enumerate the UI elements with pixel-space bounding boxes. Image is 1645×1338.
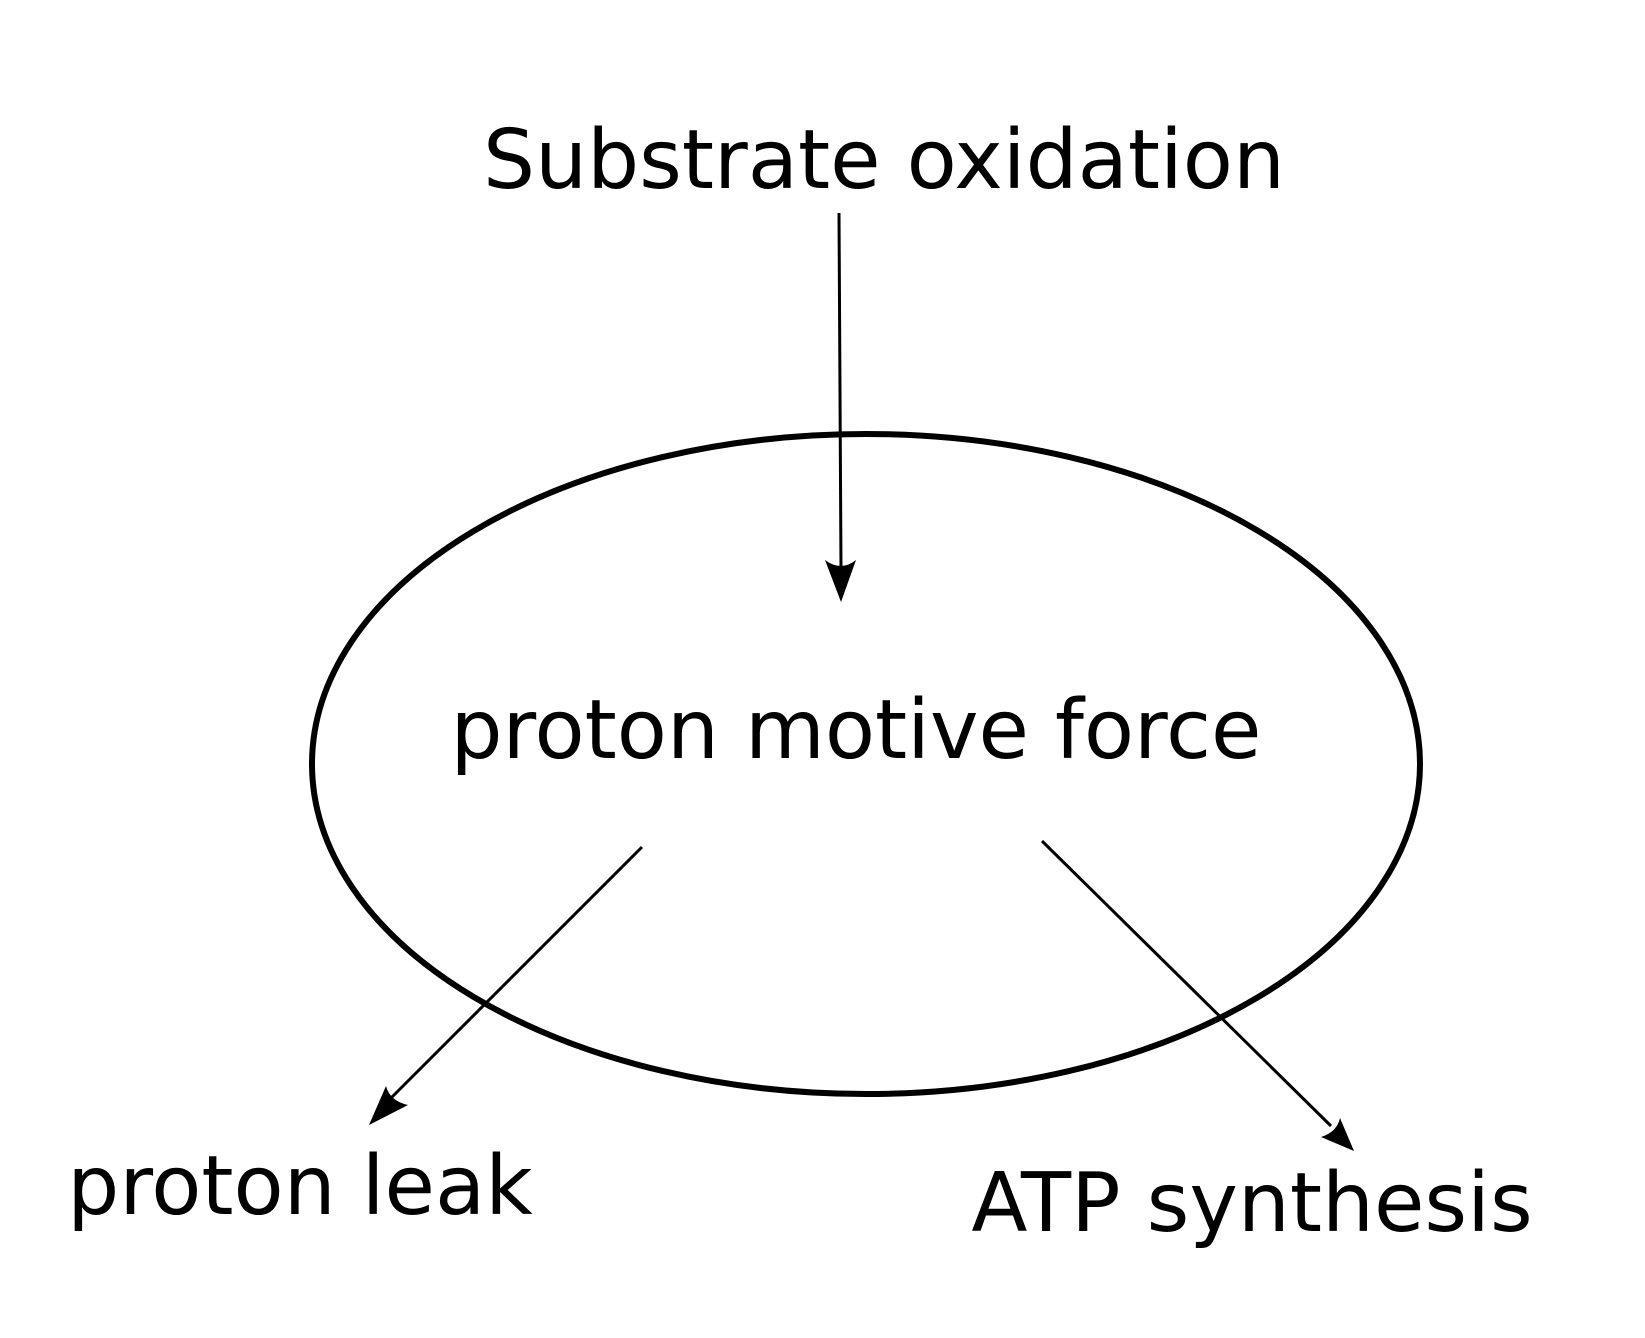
arrowhead-left (369, 1086, 408, 1125)
node-substrate-oxidation: Substrate oxidation (483, 113, 1285, 208)
arrow-pmf-to-atp (1040, 839, 1354, 1151)
arrowhead-down (825, 560, 856, 602)
arrow-pmf-to-leak (369, 845, 644, 1125)
arrow-substrate-to-pmf (825, 212, 856, 602)
node-atp-synthesis: ATP synthesis (971, 1156, 1532, 1251)
pmf-ellipse (309, 431, 1423, 1097)
arrowhead-right (1321, 1118, 1354, 1151)
node-proton-leak: proton leak (67, 1139, 533, 1234)
node-proton-motive-force: proton motive force (451, 683, 1262, 778)
